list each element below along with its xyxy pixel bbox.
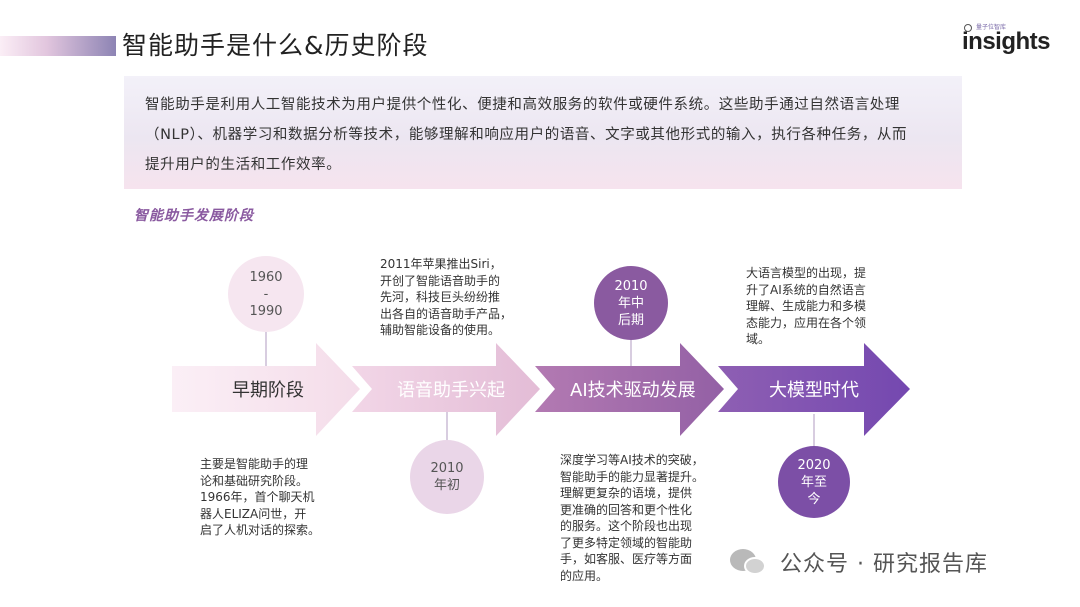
connector-line bbox=[265, 332, 267, 366]
title-accent-bar bbox=[0, 36, 116, 56]
stage-arrow-2 bbox=[352, 343, 540, 436]
wechat-icon bbox=[730, 547, 768, 577]
time-text: 2020 bbox=[797, 457, 831, 473]
connector-line bbox=[630, 340, 632, 368]
time-text: 2010 bbox=[430, 461, 464, 476]
time-circle-llm: 2020 年至 今 bbox=[778, 446, 850, 518]
desc-line: 主要是智能助手的理 bbox=[200, 457, 309, 471]
time-text: 年至 bbox=[800, 474, 827, 490]
watermark-text: 公众号 · 研究报告库 bbox=[780, 552, 988, 577]
stage-arrow-1 bbox=[172, 343, 360, 436]
logo-text: insights bbox=[962, 28, 1051, 55]
section-title: 智能助手发展阶段 bbox=[134, 208, 254, 224]
desc-line: 开创了智能语音助手的 bbox=[380, 273, 501, 288]
connector-line bbox=[446, 410, 448, 442]
time-text: 年中 bbox=[617, 295, 644, 311]
stage-description-voice: 2011年苹果推出Siri， 开创了智能语音助手的 先河，科技巨头纷纷推 出各自… bbox=[380, 256, 530, 339]
desc-line: 手，如客服、医疗等方面 bbox=[560, 552, 693, 566]
stage-description-llm: 大语言模型的出现，提 升了AI系统的自然语言 理解、生成能力和多模 态能力，应用… bbox=[746, 265, 896, 348]
desc-line: 启了人机对话的探索。 bbox=[200, 523, 321, 537]
time-text: 后期 bbox=[617, 312, 644, 328]
desc-line: 出各自的语音助手产品， bbox=[380, 306, 513, 321]
stage-label-llm: 大模型时代 bbox=[769, 380, 859, 401]
stage-label-voice: 语音助手兴起 bbox=[397, 380, 505, 401]
desc-line: 态能力，应用在各个领 bbox=[746, 315, 867, 330]
desc-line: 先河，科技巨头纷纷推 bbox=[380, 290, 501, 304]
time-text: 2010 bbox=[614, 278, 648, 294]
connector-line bbox=[813, 414, 815, 448]
desc-line: 升了AI系统的自然语言 bbox=[746, 282, 866, 297]
desc-line: 的服务。这个阶段也出现 bbox=[560, 519, 693, 533]
time-text: - bbox=[263, 286, 269, 302]
intro-text: 智能助手是利用人工智能技术为用户提供个性化、便捷和高效服务的软件或硬件系统。这些… bbox=[145, 90, 942, 180]
time-text: 1990 bbox=[249, 303, 283, 319]
time-text: 年初 bbox=[433, 478, 460, 493]
desc-line: 理解更复杂的语境，提供 bbox=[560, 486, 693, 500]
logo-dot-icon bbox=[964, 24, 972, 32]
time-circle-early: 1960 - 1990 bbox=[228, 256, 304, 332]
desc-line: 大语言模型的出现，提 bbox=[746, 266, 867, 280]
desc-line: 域。 bbox=[746, 332, 771, 346]
logo-subtitle: 量子位智库 bbox=[976, 24, 1007, 31]
desc-line: 理解、生成能力和多模 bbox=[746, 299, 867, 313]
desc-line: 更准确的回答和更个性化 bbox=[560, 502, 693, 517]
desc-line: 了更多特定领域的智能助 bbox=[560, 535, 693, 550]
time-text: 今 bbox=[807, 491, 821, 507]
desc-line: 辅助智能设备的使用。 bbox=[380, 323, 501, 337]
stage-arrow-4 bbox=[718, 343, 910, 436]
stage-label-early: 早期阶段 bbox=[232, 380, 304, 401]
stage-arrow-3 bbox=[535, 343, 724, 436]
desc-line: 的应用。 bbox=[560, 568, 609, 583]
page-title: 智能助手是什么&历史阶段 bbox=[122, 31, 429, 60]
desc-line: 1966年，首个聊天机 bbox=[200, 490, 315, 504]
time-circle-ai: 2010 年中 后期 bbox=[594, 266, 668, 340]
intro-line: （NLP）、机器学习和数据分析等技术，能够理解和响应用户的语音、文字或其他形式的… bbox=[145, 127, 908, 143]
intro-line: 提升用户的生活和工作效率。 bbox=[145, 157, 342, 173]
time-circle-voice: 2010 年初 bbox=[410, 440, 484, 514]
intro-box: 智能助手是利用人工智能技术为用户提供个性化、便捷和高效服务的软件或硬件系统。这些… bbox=[124, 76, 962, 189]
intro-line: 智能助手是利用人工智能技术为用户提供个性化、便捷和高效服务的软件或硬件系统。这些… bbox=[145, 97, 900, 113]
desc-line: 深度学习等AI技术的突破， bbox=[560, 453, 704, 467]
desc-line: 器人ELIZA问世，开 bbox=[200, 506, 307, 521]
stage-description-ai: 深度学习等AI技术的突破， 智能助手的能力显著提升。 理解更复杂的语境，提供 更… bbox=[560, 452, 725, 584]
stage-description-early: 主要是智能助手的理 论和基础研究阶段。 1966年，首个聊天机 器人ELIZA问… bbox=[200, 456, 350, 539]
time-text: 1960 bbox=[249, 269, 283, 285]
stage-label-ai: AI技术驱动发展 bbox=[570, 380, 696, 401]
desc-line: 论和基础研究阶段。 bbox=[200, 473, 309, 488]
insights-logo: 量子位智库 insights bbox=[962, 22, 1052, 62]
watermark: 公众号 · 研究报告库 bbox=[730, 546, 988, 578]
desc-line: 智能助手的能力显著提升。 bbox=[560, 469, 705, 484]
desc-line: 2011年苹果推出Siri， bbox=[380, 257, 502, 271]
